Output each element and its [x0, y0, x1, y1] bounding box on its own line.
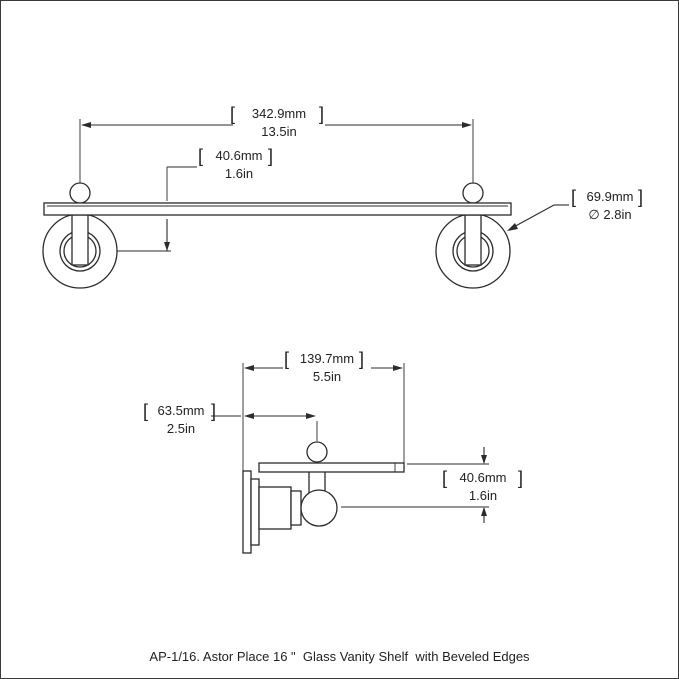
side-height-label: 40.6mm 1.6in: [449, 469, 517, 505]
shelf-depth-metric: 139.7mm: [299, 351, 355, 366]
side-height-dimension: [341, 447, 489, 523]
bracket-left: [: [198, 146, 204, 166]
flange-diameter-imperial: 2.8in: [603, 207, 632, 222]
bracket-left: [: [442, 468, 448, 488]
overall-width-label: 342.9mm 13.5in: [238, 105, 320, 141]
side-arm: [258, 486, 302, 530]
front-depth-imperial: 1.6in: [224, 166, 254, 181]
overall-width-metric: 342.9mm: [251, 106, 307, 121]
overall-width-imperial: 13.5in: [261, 124, 297, 139]
flange-diameter-metric: 69.9mm: [586, 189, 634, 204]
glass-shelf-side: [258, 462, 405, 473]
left-bracket: [42, 182, 118, 289]
diameter-symbol: ∅: [588, 207, 600, 222]
drawing-caption: AP-1/16. Astor Place 16 " Glass Vanity S…: [149, 649, 530, 664]
side-wall-flange: [242, 470, 260, 554]
bracket-left: [: [571, 187, 577, 207]
front-depth-metric: 40.6mm: [215, 148, 263, 163]
side-post: [300, 441, 338, 527]
projection-imperial: 2.5in: [166, 421, 196, 436]
overall-width-dimension: [79, 119, 474, 189]
bracket-right: ]: [319, 104, 325, 124]
glass-shelf-front: [43, 202, 512, 216]
projection-label: 63.5mm 2.5in: [149, 402, 213, 438]
front-view: [42, 119, 569, 289]
side-height-metric: 40.6mm: [459, 470, 507, 485]
side-view: [211, 363, 489, 554]
shelf-depth-dimension: [242, 363, 405, 471]
side-height-imperial: 1.6in: [468, 488, 498, 503]
bracket-right: ]: [211, 401, 217, 421]
front-depth-label: 40.6mm 1.6in: [206, 147, 272, 183]
projection-dimension: [211, 413, 318, 441]
bracket-left: [: [143, 401, 149, 421]
shelf-depth-imperial: 5.5in: [312, 369, 342, 384]
bracket-left: [: [230, 104, 236, 124]
shelf-depth-label: 139.7mm 5.5in: [291, 350, 363, 386]
bracket-left: [: [284, 349, 290, 369]
bracket-right: ]: [359, 349, 365, 369]
flange-diameter-imperial-row: ∅ 2.8in: [579, 206, 641, 224]
bracket-right: ]: [268, 146, 274, 166]
projection-metric: 63.5mm: [157, 403, 205, 418]
bracket-right: ]: [638, 187, 644, 207]
right-bracket: [435, 182, 511, 289]
flange-diameter-leader: [507, 204, 569, 231]
bracket-right: ]: [518, 468, 524, 488]
flange-diameter-label: 69.9mm ∅ 2.8in: [579, 188, 641, 224]
